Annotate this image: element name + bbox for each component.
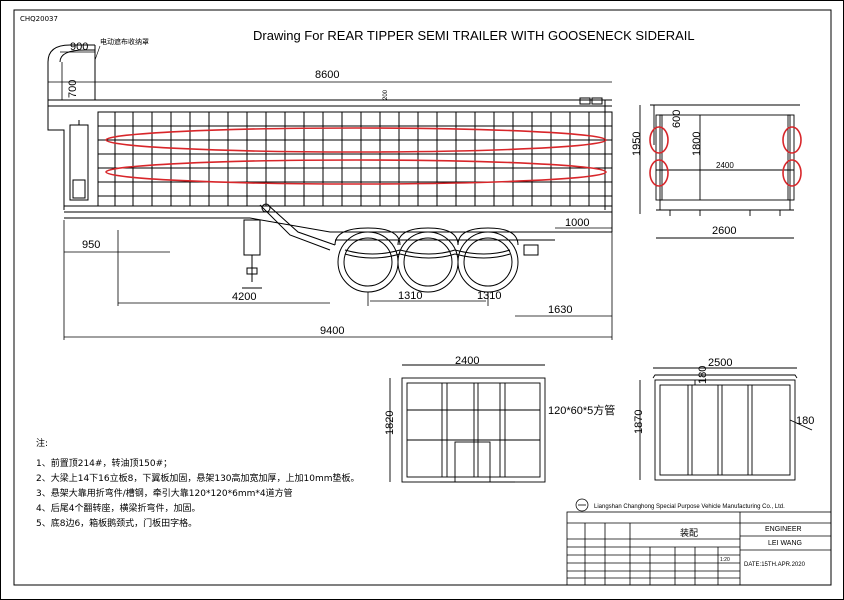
company-logo [575,498,589,512]
highlight-circle-right-lower [782,159,802,187]
dim-1800: 1800 [691,132,703,156]
dim-1630: 1630 [548,304,572,316]
dim-1310-b: 1310 [477,290,501,302]
dim-2500: 2500 [708,357,732,369]
dim-4200: 4200 [232,291,256,303]
dim-1870: 1870 [633,410,645,434]
engineer-name: LEI WANG [768,540,802,547]
dim-600: 600 [671,110,683,128]
note-line: 1、前置顶214#，转油顶150#； [36,457,172,469]
dim-900: 900 [70,41,88,53]
dim-1310-a: 1310 [398,290,422,302]
highlight-ellipses [105,127,607,185]
highlight-ellipse-lower [105,159,607,185]
highlight-ellipse-upper [105,127,607,153]
dim-2400-rear: 2400 [716,161,734,170]
callout-cover-housing: 电动遮布收纳罩 [100,37,149,46]
drawing-frame [13,9,832,586]
side-dimension-lines [48,51,613,340]
highlight-circle-left-lower [649,159,669,187]
drawing-title: Drawing For REAR TIPPER SEMI TRAILER WIT… [253,28,695,43]
dim-1000: 1000 [565,217,589,229]
highlight-circle-left-upper [649,126,669,154]
dim-1820: 1820 [384,411,396,435]
drawing-date: DATE:15TH.APR.2020 [744,562,806,568]
highlight-circle-right-upper [782,126,802,154]
dim-2400-front: 2400 [455,355,479,367]
title-block [566,498,832,586]
note-line: 3、悬架大靠用折弯件/槽钢，牵引大靠120*120*6mm*4道方管 [36,487,293,499]
drawing-code: CHQ20037 [20,15,58,23]
dim-1950: 1950 [631,132,643,156]
notes-block: 注: 1、前置顶214#，转油顶150#； 2、大梁上14下16立板8，下翼板加… [36,437,360,529]
dim-2600: 2600 [712,225,736,237]
dim-200: 200 [383,89,389,100]
notes-heading: 注: [36,437,48,449]
drawing-scale: 1:20 [720,557,730,563]
note-line: 4、后尾4个翻转座，横梁折弯件，加固。 [36,502,200,514]
front-view [389,364,546,483]
company-name: Liangshan Changhong Special Purpose Vehi… [594,504,785,510]
drawing-name: 装配 [680,527,698,539]
note-line: 5、底8边6，箱板鹅颈式，门板田字格。 [36,517,197,529]
tube-spec: 120*60*5方管 [548,403,615,417]
dim-950: 950 [82,239,100,251]
dim-9400: 9400 [320,325,344,337]
dim-8600: 8600 [315,69,339,81]
dim-700: 700 [67,80,79,98]
rear-highlight-circles [649,126,802,187]
note-line: 2、大梁上14下16立板8，下翼板加固，悬架130高加宽加厚，上加10mm垫板。 [36,472,360,484]
back-view [639,367,813,481]
dim-180-a: 180 [697,366,709,384]
dim-180-b: 180 [796,415,814,427]
rear-section-view [639,104,800,239]
engineer-label: ENGINEER [765,526,802,533]
